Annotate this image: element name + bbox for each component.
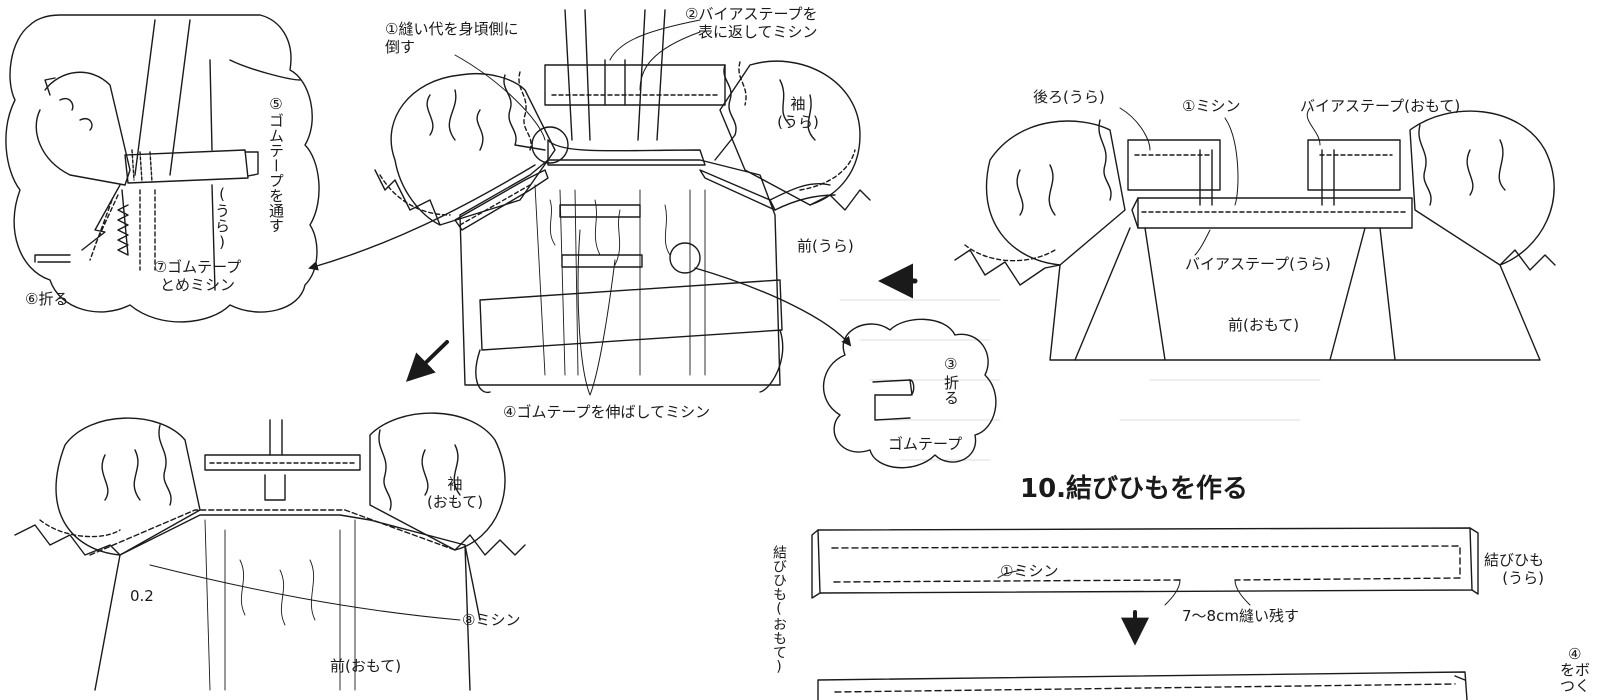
bodice-finished-view: [14, 412, 526, 691]
detail-cloud-elastic: [5, 14, 320, 323]
label-step4-text: をボ つく: [1560, 661, 1591, 695]
arrow-down-left-icon: [405, 340, 449, 382]
label-ura-cloud: (うら): [213, 185, 231, 251]
leader-lines-right: [1119, 107, 1321, 256]
label-fold-6: ⑥折る: [25, 290, 69, 308]
curved-arrow-icon: [308, 164, 536, 271]
section-heading: 10.結びひもを作る: [1020, 474, 1249, 504]
label-bias-tape-turn: ②バイアステープを 表に返してミシン: [685, 5, 818, 41]
detail-cloud-fold: [823, 318, 997, 469]
label-bias-tape-ura: バイアステープ(うら): [1185, 255, 1331, 273]
label-fold-3-num: ③: [944, 355, 958, 373]
label-elastic-pass: ⑤ゴムテープを通す: [267, 95, 285, 233]
label-tie-ura: 結びひも (うら): [1484, 551, 1545, 587]
label-sew-8: ⑧ミシン: [462, 611, 521, 629]
label-seam-02: 0.2: [130, 587, 154, 605]
background-pattern: [839, 299, 1321, 461]
tie-strip: [811, 527, 1479, 700]
label-sleeve-omote: 袖 (おもて): [426, 475, 484, 511]
label-fold-3-text: 折る: [942, 375, 960, 405]
label-sleeve-ura: 袖 (うら): [777, 95, 819, 131]
label-sew-1: ①ミシン: [1182, 97, 1241, 115]
label-elastic-stop-sew: ⑦ゴムテープ とめミシン: [153, 258, 242, 294]
label-bias-tape-omote: バイアステープ(おもて): [1300, 97, 1461, 115]
label-elastic-stretch-sew: ④ゴムテープを伸ばしてミシン: [503, 403, 711, 421]
label-elastic-tape: ゴムテープ: [888, 435, 963, 453]
curved-arrow-icon: [694, 267, 852, 347]
label-front-omote-bottom: 前(おもて): [330, 657, 402, 675]
leader-lines: [454, 19, 701, 396]
bodice-front-view: [954, 110, 1556, 361]
label-step4-num: ④: [1568, 645, 1582, 663]
label-seam-allowance: ①縫い代を身頃側に 倒す: [385, 20, 519, 56]
label-tie-sew-1: ①ミシン: [1000, 562, 1059, 580]
label-front-omote-right: 前(おもて): [1228, 316, 1300, 334]
bodice-back-view: [374, 9, 871, 393]
label-front-ura: 前(うら): [797, 237, 854, 255]
label-back-ura: 後ろ(うら): [1033, 88, 1105, 106]
label-leave-open: 7〜8cm縫い残す: [1182, 607, 1299, 625]
label-tie-omote: 結びひも(おもて): [771, 545, 787, 675]
